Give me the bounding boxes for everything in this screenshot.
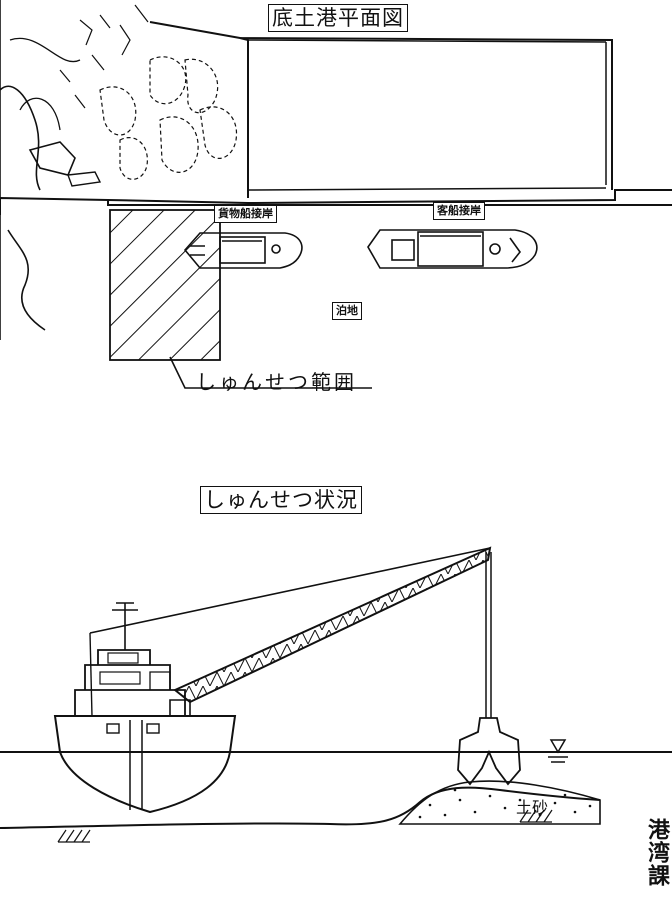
passenger-berth-label: 客船接岸: [433, 202, 485, 220]
dredger-cabin: [74, 689, 186, 716]
sediment-label: 土砂: [516, 798, 549, 817]
sediment-mound: [398, 780, 601, 825]
plan-title: 底土港平面図: [268, 4, 408, 32]
breakwater-inner: [239, 37, 249, 198]
department-label: 港湾課: [644, 818, 669, 887]
seabed: [0, 786, 601, 829]
crane-jib: [173, 546, 492, 704]
cargo-berth-label: 貨物船接岸: [214, 205, 277, 223]
dredging-area-label: しゅんせつ範囲: [196, 370, 357, 394]
passenger-ship: [367, 229, 538, 269]
sediment-dots: [418, 788, 592, 819]
section-title: しゅんせつ状況: [200, 486, 362, 514]
dredging-section: [0, 546, 672, 843]
quay-outline: [0, 189, 672, 215]
harbor-plan: [0, 0, 672, 389]
cargo-ship: [183, 232, 303, 269]
dredger-mast: [112, 602, 138, 650]
water-level-marker: [548, 739, 568, 763]
grab-bucket: [457, 717, 521, 786]
coastline: [0, 0, 46, 340]
seabed-mark-left: [57, 829, 91, 843]
anchorage-label: 泊地: [332, 302, 362, 320]
dredger-hull: [53, 715, 237, 814]
dredging-leader: [169, 356, 372, 389]
breakwater-top: [149, 21, 613, 190]
dredging-area: [109, 209, 221, 361]
seabed-mark-right: [519, 809, 553, 823]
crane-cable: [89, 547, 491, 634]
